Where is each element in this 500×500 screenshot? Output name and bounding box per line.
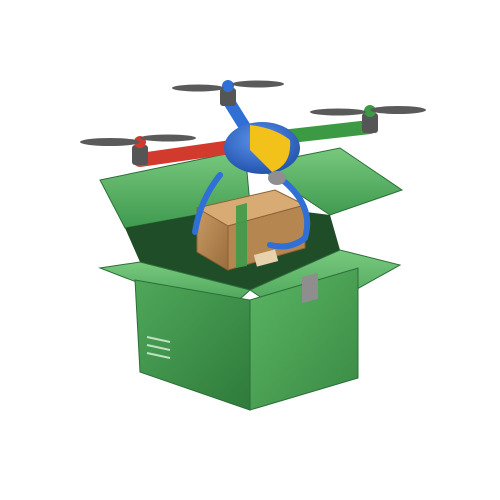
box-icon	[134, 267, 359, 411]
package-label	[253, 249, 279, 267]
box-latch	[302, 272, 318, 304]
drone-camera	[268, 171, 286, 185]
drone-icon	[80, 80, 426, 250]
propeller-icon	[80, 80, 426, 146]
drone-yellow-panel	[250, 125, 291, 172]
box-vent-lines	[146, 336, 171, 359]
drone-motors	[132, 80, 378, 165]
drone-landing-gear	[192, 172, 311, 250]
package-tape	[236, 203, 247, 268]
package-icon	[195, 189, 307, 271]
